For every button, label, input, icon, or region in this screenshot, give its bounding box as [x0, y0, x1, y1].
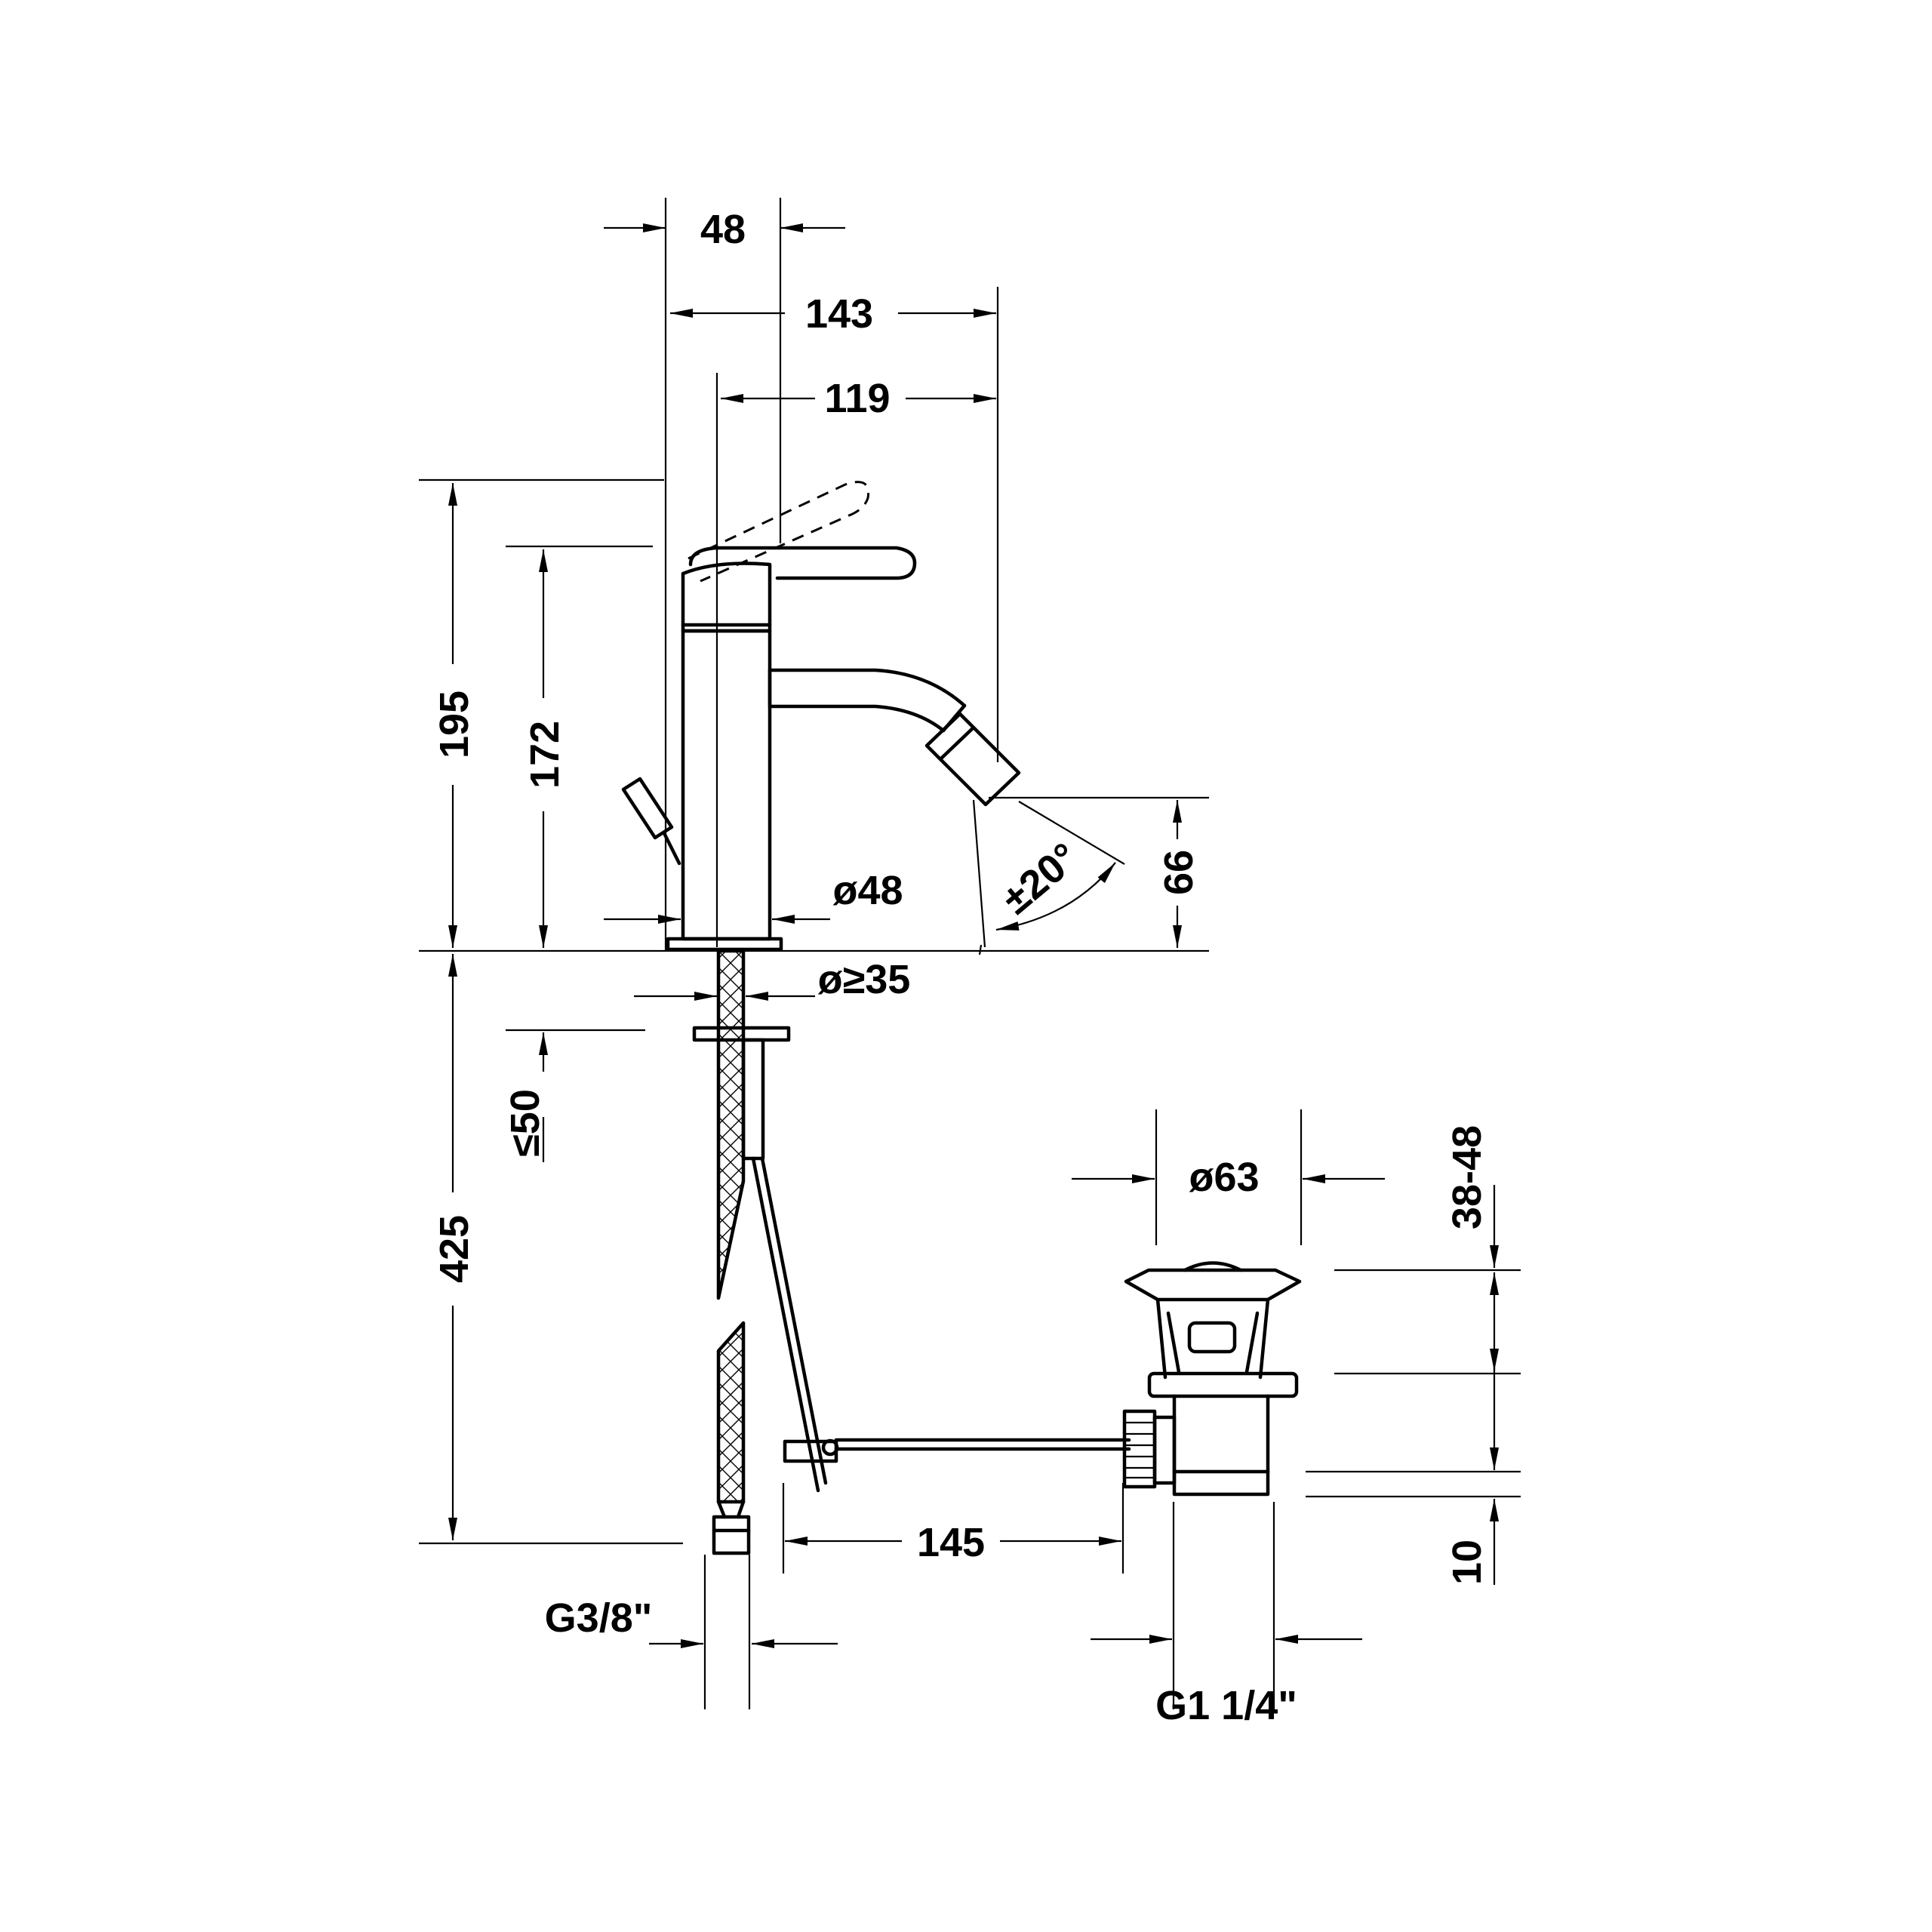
dim-spout-swivel: ±20° — [994, 834, 1088, 923]
waste-knurl-nut — [1122, 1409, 1157, 1489]
hose-nut — [712, 1515, 751, 1555]
dim-height-overall: 195 — [432, 691, 477, 758]
lever-raised-outline — [688, 481, 870, 583]
dim-waste-offset: 10 — [1444, 1540, 1490, 1585]
dim-width-overall: 143 — [805, 291, 873, 337]
waste-plug-head — [1124, 1268, 1302, 1302]
dim-hole-diameter: ø≥35 — [818, 957, 911, 1002]
faucet — [621, 481, 1021, 952]
dim-max-deck-thickness: ≤50 — [503, 1089, 548, 1157]
popup-knob — [621, 777, 674, 840]
waste-nut — [1147, 1371, 1299, 1398]
waste-fitting — [1122, 1261, 1302, 1497]
faucet-body — [681, 629, 772, 941]
waste-slot — [1187, 1321, 1237, 1354]
waste-tail — [1172, 1394, 1270, 1497]
supply-hose — [716, 949, 746, 1300]
dim-hose-connection: G3/8" — [545, 1595, 653, 1641]
spout-nozzle — [924, 712, 1021, 807]
dim-waste-range: 38-48 — [1444, 1125, 1490, 1229]
dim-body-diameter: ø48 — [832, 868, 903, 913]
lever-handle — [688, 546, 917, 580]
waste-side-port — [1152, 1415, 1177, 1485]
under-deck — [692, 949, 1131, 1555]
dim-waste-thread: G1 1/4" — [1155, 1683, 1297, 1728]
dim-spout-clearance: 66 — [1156, 850, 1201, 895]
dimension-lines — [448, 223, 1499, 1648]
extension-lines — [419, 198, 1521, 1709]
dimension-labels: 48 143 119 195 172 ø48 ø≥35 66 ±20° ≤50 … — [432, 207, 1490, 1728]
dim-rod-distance: 145 — [917, 1520, 985, 1565]
threaded-shank — [741, 1038, 765, 1161]
dim-height-spout: 172 — [522, 721, 568, 789]
popup-rod — [751, 1156, 820, 1493]
supply-hose-lower — [716, 1321, 746, 1504]
dim-spout-reach: 119 — [824, 376, 890, 421]
deck-washer — [692, 1026, 791, 1042]
dim-hose-length: 425 — [432, 1215, 477, 1283]
faucet-base — [666, 937, 783, 952]
spout — [768, 668, 946, 733]
faucet-cap — [681, 561, 772, 633]
dim-waste-diameter: ø63 — [1189, 1155, 1259, 1200]
dim-width-top: 48 — [700, 207, 746, 252]
waste-flange-body — [1155, 1297, 1270, 1380]
